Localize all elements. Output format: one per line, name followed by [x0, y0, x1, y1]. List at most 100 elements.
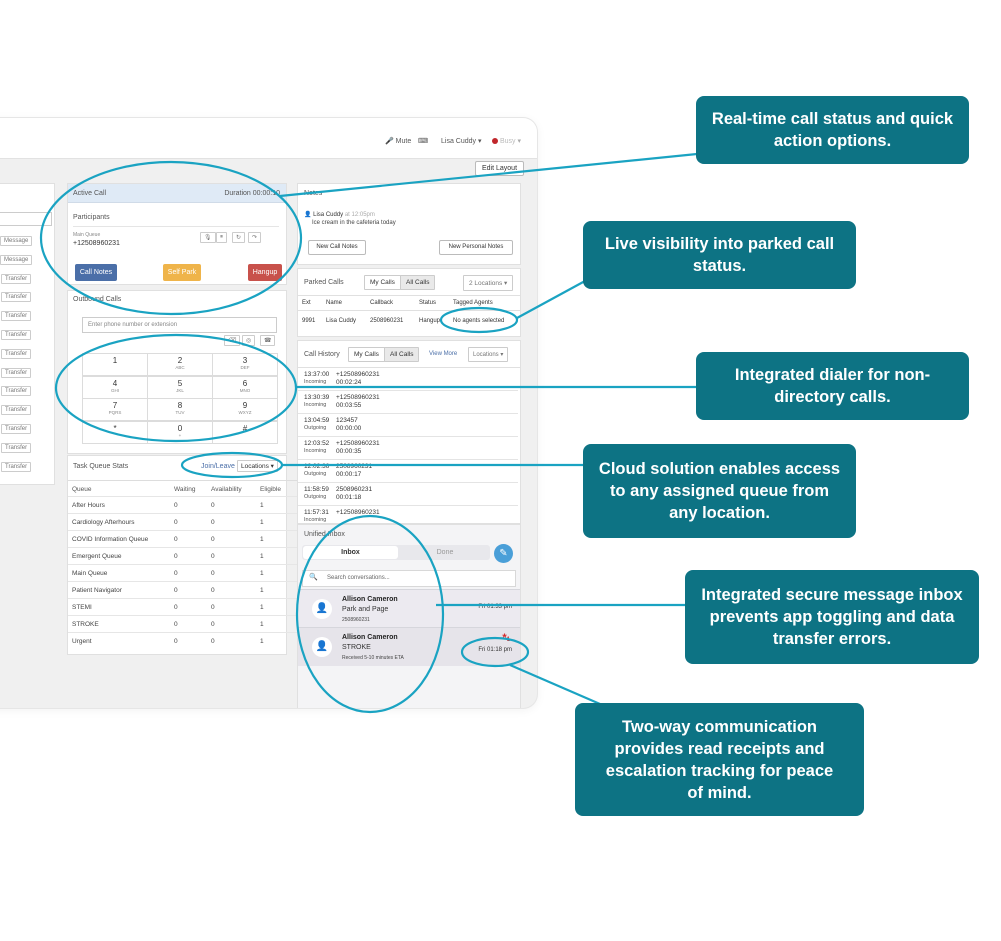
history-dir: Incoming [304, 517, 327, 523]
history-dur: 00:01:18 [336, 494, 362, 501]
left-row-transfer[interactable]: Transfer [1, 405, 32, 416]
queue-cell: 0 [211, 502, 215, 509]
left-row-transfer[interactable]: Transfer [1, 311, 32, 322]
search-icon: 🔍 [309, 574, 318, 581]
callout-parked: Live visibility into parked call status. [583, 221, 856, 289]
key-letters: MNO [239, 387, 251, 393]
avatar-icon: 👤 [312, 637, 332, 657]
key-digit: 4 [112, 378, 118, 388]
left-row-transfer[interactable]: Message [0, 236, 33, 246]
history-num: +12508960231 [336, 440, 380, 447]
key-letters: PQRS [108, 410, 122, 415]
key-letters: DEF [240, 365, 250, 370]
conversation-subject: STROKE [342, 644, 371, 651]
history-num: 123457 [336, 417, 358, 424]
mute-button[interactable]: 🎤 Mute [385, 138, 412, 145]
conversation-subject: Park and Page [342, 606, 389, 613]
history-time: 13:37:00 [304, 371, 330, 378]
key-digit: 9 [242, 401, 248, 410]
task-queue-title: Task Queue Stats [73, 463, 129, 470]
history-dir: Incoming [304, 379, 327, 385]
queue-cell: 1 [260, 587, 264, 594]
locations-dropdown[interactable]: Locations ▾ [237, 460, 278, 472]
left-row-transfer[interactable]: Transfer [1, 442, 32, 453]
callout-call-status: Real-time call status and quick action o… [696, 96, 969, 164]
history-tab-all[interactable]: All Calls [384, 347, 420, 362]
call-icon[interactable]: ☎ [260, 335, 276, 346]
view-more-link[interactable]: View More [429, 351, 458, 357]
transfer-icon[interactable]: ↻ [232, 232, 246, 243]
hangup-button[interactable]: Hangup [248, 264, 282, 281]
parked-tab-all[interactable]: All Calls [400, 275, 436, 290]
parked-locations-dropdown[interactable]: 2 Locations ▾ [463, 275, 514, 291]
history-dur: 00:00:35 [336, 448, 362, 455]
user-name: Lisa Cuddy [441, 138, 477, 145]
parked-tab-my[interactable]: My Calls [364, 275, 401, 290]
line-c1 [279, 152, 698, 198]
left-row-transfer[interactable]: Transfer [1, 461, 32, 472]
note-author-name: Lisa Cuddy [313, 212, 344, 218]
history-num: +12508960231 [336, 509, 380, 516]
key-digit: # [242, 423, 248, 433]
history-locations-dropdown[interactable]: Locations ▾ [468, 347, 509, 362]
queue-cell: 0 [174, 587, 178, 594]
phone-input[interactable]: Enter phone number or extension [82, 317, 277, 333]
new-call-notes-button[interactable]: New Call Notes [308, 240, 366, 255]
history-dir: Incoming [304, 448, 327, 454]
left-input[interactable] [0, 212, 52, 226]
new-personal-notes-button[interactable]: New Personal Notes [439, 240, 513, 255]
note-time: at 12:05pm [344, 212, 375, 218]
left-row-transfer[interactable]: Transfer [1, 273, 32, 284]
self-park-button[interactable]: Self Park [163, 264, 201, 281]
status-menu[interactable]: Busy ▾ [492, 137, 521, 145]
history-num: 2508960231 [336, 463, 373, 470]
queue-cell: Cardiology Afterhours [72, 519, 135, 526]
parked-row-status: Hangup [419, 318, 441, 324]
left-row-transfer[interactable]: Transfer [1, 292, 32, 303]
mute-participant-icon[interactable]: 🎙 [200, 232, 216, 243]
left-row-transfer[interactable]: Transfer [1, 386, 32, 397]
queue-cell: 0 [174, 519, 178, 526]
compose-icon[interactable]: ✎ [494, 544, 513, 563]
tab-inbox[interactable]: Inbox [303, 546, 398, 559]
hold-icon[interactable]: ⏸ [216, 232, 228, 243]
left-row-transfer[interactable]: Message [0, 254, 33, 265]
queue-cell: 0 [211, 587, 215, 594]
parked-title: Parked Calls [304, 279, 344, 286]
queue-cell: 0 [174, 502, 178, 509]
parked-col-callback: Callback [370, 300, 394, 306]
left-row-transfer[interactable]: Transfer [1, 330, 32, 340]
left-row-transfer[interactable]: Transfer [1, 348, 32, 359]
keyboard-icon[interactable]: ⌨ [418, 138, 429, 145]
queue-cell: Urgent [72, 638, 92, 645]
key-letters: + [178, 432, 182, 438]
search-input[interactable]: 🔍 Search conversations... [302, 570, 516, 587]
key-digit: 6 [242, 378, 248, 388]
user-menu[interactable]: Lisa Cuddy ▾ [441, 138, 482, 145]
join-leave-link[interactable]: Join/Leave [201, 463, 235, 470]
remove-icon[interactable]: ↷ [248, 232, 262, 243]
parked-col-ext: Ext [302, 300, 311, 306]
ring-dialer [54, 333, 298, 443]
keypad-key[interactable]: 0+ [147, 420, 213, 444]
left-row-transfer[interactable]: Transfer [1, 424, 32, 434]
queue-cell: 0 [211, 570, 215, 577]
call-notes-button[interactable]: Call Notes [75, 264, 117, 281]
tab-done[interactable]: Done [436, 549, 454, 556]
left-row-transfer[interactable]: Transfer [1, 367, 32, 378]
